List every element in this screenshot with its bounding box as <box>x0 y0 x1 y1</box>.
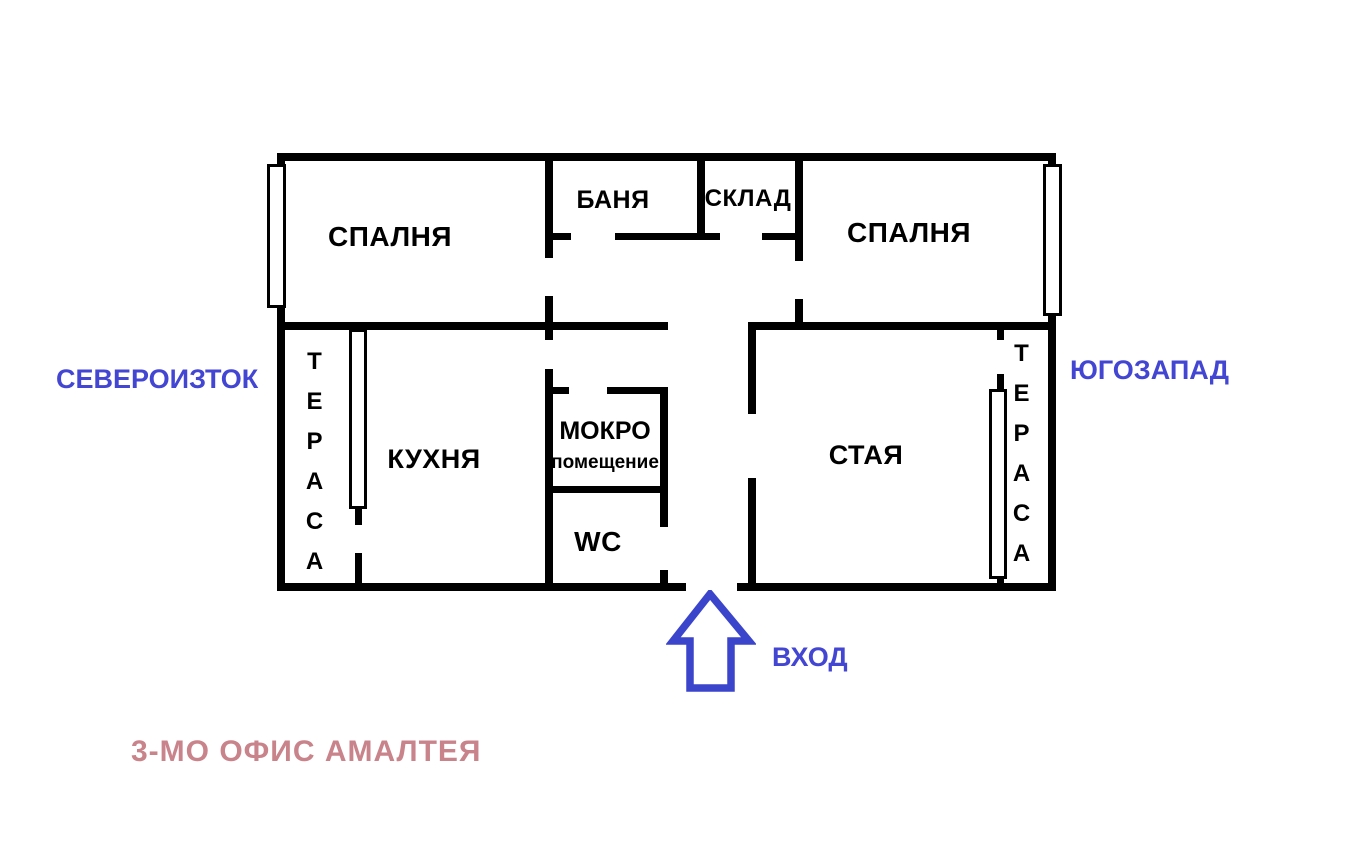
plan-caption: 3-МО ОФИС АМАЛТЕЯ <box>131 735 482 768</box>
wall-segment <box>277 322 668 330</box>
wall-segment <box>997 328 1004 340</box>
window-symbol <box>267 164 286 308</box>
entrance-arrow-icon <box>665 588 757 694</box>
room-label-wc: WC <box>574 526 622 557</box>
room-label-wet-room: МОКРО помещение <box>551 417 659 473</box>
wall-segment <box>545 486 668 493</box>
wall-segment <box>748 478 756 591</box>
room-label-terrace-right: ТЕРАСА <box>1008 340 1035 580</box>
entrance-label: ВХОД <box>772 642 848 672</box>
wall-segment <box>277 153 285 591</box>
room-label-bedroom-left: СПАЛНЯ <box>328 221 452 252</box>
window-symbol <box>349 329 367 509</box>
window-symbol <box>989 389 1007 579</box>
wall-segment <box>545 153 553 258</box>
wall-segment <box>1048 153 1056 591</box>
wall-segment <box>545 233 571 240</box>
wall-segment <box>660 387 668 527</box>
wall-segment <box>748 322 756 414</box>
wall-segment <box>615 233 720 240</box>
direction-label-southwest: ЮГОЗАПАД <box>1070 355 1229 385</box>
wall-segment <box>277 153 1056 161</box>
room-label-bathroom: БАНЯ <box>576 186 650 214</box>
wet-room-line1: МОКРО <box>559 417 651 445</box>
wall-segment <box>355 505 362 525</box>
wall-segment <box>795 299 803 330</box>
wall-segment <box>660 570 668 591</box>
wall-segment <box>737 583 1056 591</box>
room-label-living-room: СТАЯ <box>828 440 904 470</box>
wall-segment <box>545 296 553 340</box>
wall-segment <box>355 553 362 591</box>
wall-segment <box>762 233 803 240</box>
wall-segment <box>795 153 803 261</box>
direction-label-northeast: СЕВЕРОИЗТОК <box>56 364 259 394</box>
room-label-bedroom-right: СПАЛНЯ <box>847 217 971 248</box>
wall-segment <box>545 387 569 394</box>
wall-segment <box>545 369 553 591</box>
room-label-storage: СКЛАД <box>704 185 792 212</box>
window-symbol <box>1043 164 1062 316</box>
wall-segment <box>607 387 668 394</box>
room-label-kitchen: КУХНЯ <box>387 444 481 474</box>
wall-segment <box>277 583 686 591</box>
room-label-terrace-left: ТЕРАСА <box>301 348 328 588</box>
wall-segment <box>697 153 705 240</box>
wall-segment <box>750 322 1056 330</box>
wet-room-line2: помещение <box>551 452 659 473</box>
